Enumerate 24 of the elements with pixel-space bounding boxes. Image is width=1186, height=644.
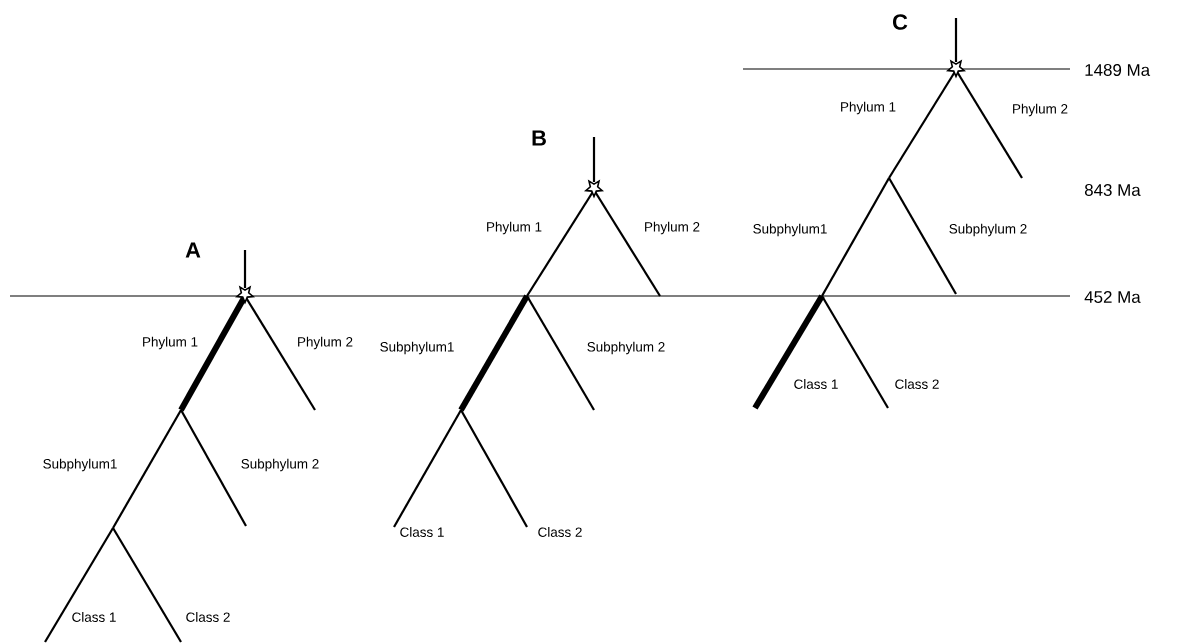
panel-letter: A [185,242,201,258]
branch-label: Class 2 [895,379,939,389]
branch-label: Phylum 2 [1013,103,1068,117]
branch-label: Subphylum1 [753,223,827,237]
age-label: 1489 Ma [1085,64,1151,76]
age-label: 843 Ma [1084,184,1141,196]
branch-label: Subphylum 2 [587,341,665,355]
branch-label: Subphylum1 [43,458,117,472]
branch-label: Phylum 1 [143,336,198,350]
branch-label: Phylum 1 [487,221,542,235]
branch-label: Phylum 2 [298,336,353,350]
panel-letter: C [893,14,908,30]
age-label: 452 Ma [1084,291,1141,303]
branch-label: Class 1 [794,379,838,389]
panel-letter: B [532,130,546,146]
branch-label: Class 2 [538,527,582,537]
branch-label: Subphylum 2 [949,223,1027,237]
branch-label: Phylum 2 [645,221,700,235]
branch-label: Subphylum 2 [241,458,319,472]
branch-label: Class 1 [72,612,116,622]
branch-label: Subphylum1 [380,341,454,355]
branch-label: Phylum 1 [841,101,896,115]
branch-label: Class 1 [400,527,444,537]
branch-label: Class 2 [186,612,230,622]
